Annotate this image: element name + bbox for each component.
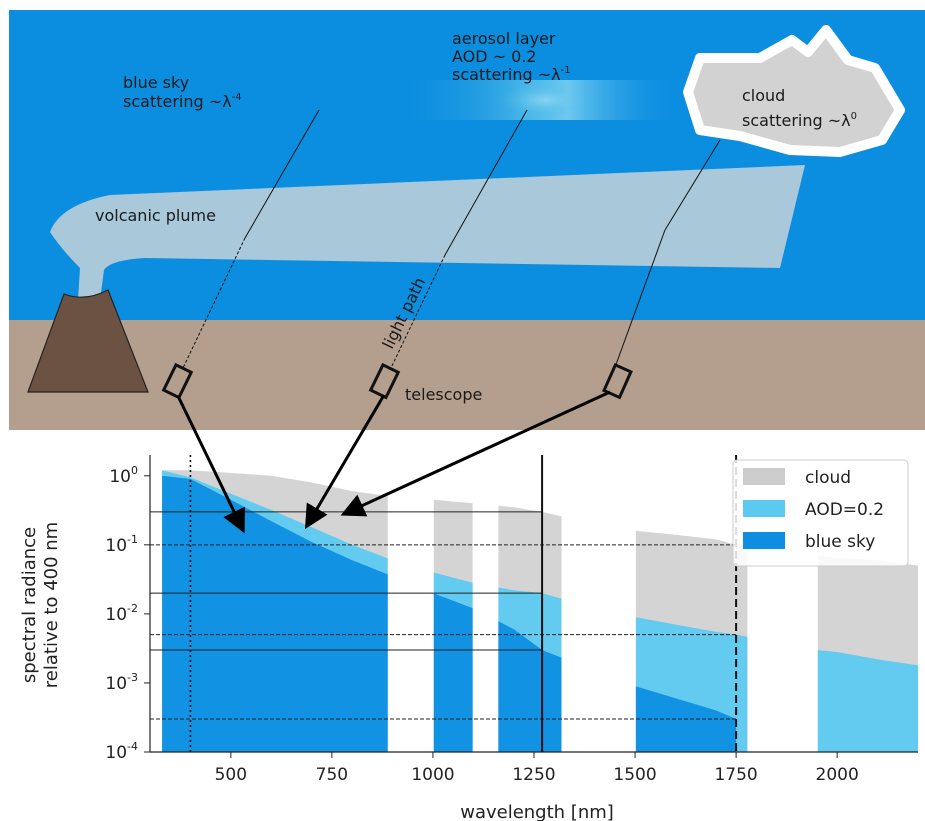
aerosol-scatter: scattering ~λ-1 xyxy=(452,65,571,84)
arrow-aod xyxy=(304,394,386,530)
y-tick-label-0: 100 xyxy=(109,464,138,487)
x-axis-label: wavelength [nm] xyxy=(460,802,614,821)
cloud-label: cloud xyxy=(742,86,785,105)
aerosol-label: aerosol layer xyxy=(452,29,556,48)
y-tick-label-3: 10-3 xyxy=(105,671,138,694)
ground xyxy=(9,320,925,430)
aerosol-glow xyxy=(500,84,590,116)
cloud-scatter: scattering ~λ0 xyxy=(742,111,857,130)
arrow-blue-sky xyxy=(176,395,245,534)
x-tick-label-1500: 1500 xyxy=(613,765,656,785)
plume-label: volcanic plume xyxy=(95,206,216,225)
y-axis-label-line1: spectral radiance xyxy=(19,527,40,683)
x-tick-label-2000: 2000 xyxy=(816,765,859,785)
blue-sky-scatter: scattering ~λ-4 xyxy=(123,92,242,111)
telescope-label: telescope xyxy=(405,385,482,404)
chart xyxy=(162,470,919,752)
x-tick-label-1000: 1000 xyxy=(411,765,454,785)
y-tick-label-4: 10-4 xyxy=(105,740,138,763)
y-axis-label-line2: relative to 400 nm xyxy=(41,522,62,688)
legend-swatch-aod xyxy=(743,500,785,517)
telescope-2 xyxy=(368,362,401,400)
x-tick-label-750: 750 xyxy=(316,765,348,785)
arrow-cloud xyxy=(340,390,611,517)
legend-swatch-blue-sky xyxy=(743,532,785,549)
x-tick-label-500: 500 xyxy=(215,765,247,785)
x-tick-label-1750: 1750 xyxy=(714,765,757,785)
aerosol-aod: AOD ~ 0.2 xyxy=(452,47,537,66)
legend: cloud AOD=0.2 blue sky xyxy=(732,459,909,567)
cloud xyxy=(683,25,905,157)
telescopes xyxy=(161,362,633,400)
telescope-1 xyxy=(161,362,194,400)
volcano xyxy=(27,289,149,393)
telescope-3 xyxy=(602,362,633,400)
blue-sky-label: blue sky xyxy=(123,73,189,92)
legend-label-cloud: cloud xyxy=(805,468,851,488)
series-blue-sky xyxy=(162,475,737,752)
pointer-arrows xyxy=(176,390,611,534)
y-tick-label-2: 10-2 xyxy=(105,602,138,625)
legend-label-blue-sky: blue sky xyxy=(805,532,875,552)
light-paths xyxy=(182,109,721,371)
y-tick-label-1: 10-1 xyxy=(105,533,138,556)
volcanic-plume xyxy=(50,165,805,300)
x-tick-label-1250: 1250 xyxy=(512,765,555,785)
legend-swatch-cloud xyxy=(743,468,785,485)
legend-label-aod: AOD=0.2 xyxy=(805,500,884,520)
